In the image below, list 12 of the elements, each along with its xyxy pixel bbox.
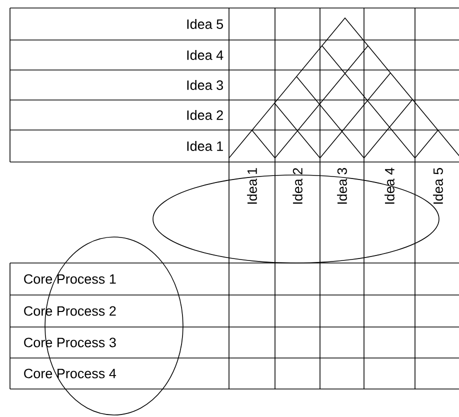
row-label: Idea 4 — [187, 50, 224, 60]
column-label: Idea 5 — [433, 168, 443, 204]
column-label: Idea 2 — [292, 168, 302, 204]
row-label: Idea 1 — [187, 141, 223, 151]
row-label: Idea 2 — [187, 110, 223, 120]
column-label: Idea 3 — [337, 168, 347, 204]
column-label: Idea 4 — [384, 168, 394, 204]
row-label: Core Process 1 — [24, 274, 116, 284]
row-label: Idea 3 — [187, 80, 223, 90]
row-label: Core Process 4 — [24, 368, 116, 378]
row-label: Idea 5 — [187, 19, 224, 29]
column-label: Idea 1 — [247, 168, 257, 204]
